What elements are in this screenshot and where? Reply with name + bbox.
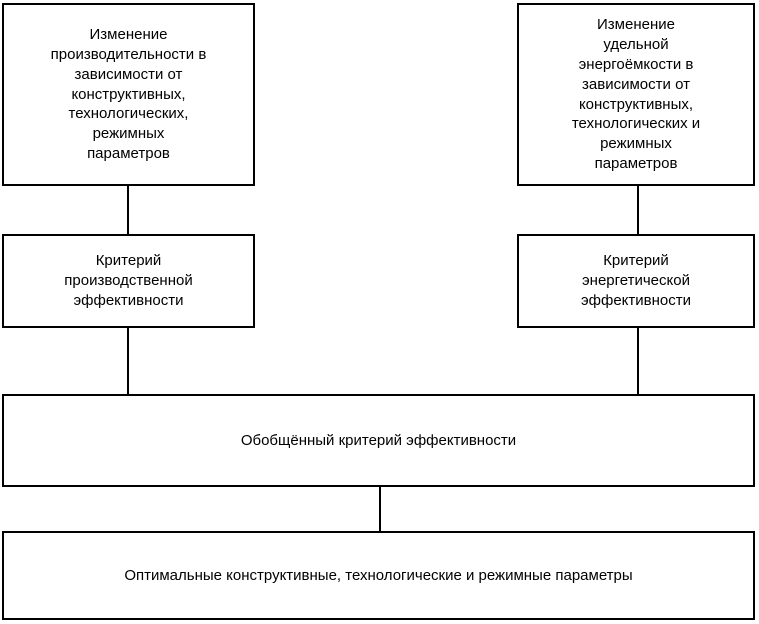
node-optimal-parameters-label: Оптимальные конструктивные, технологичес…: [124, 566, 633, 584]
node-optimal-parameters: Оптимальные конструктивные, технологичес…: [2, 531, 755, 620]
node-energy-efficiency-criterion-label: Критерий энергетической эффективности: [580, 252, 691, 309]
node-generalized-criterion-label: Обобщённый критерий эффективности: [240, 431, 517, 449]
connector-energy-criterion-to-generalized: [637, 328, 639, 394]
node-generalized-criterion: Обобщённый критерий эффективности: [2, 394, 755, 487]
node-performance-change: Изменение производительности в зависимос…: [2, 3, 255, 186]
node-production-efficiency-criterion-label: Критерий производственной эффективности: [64, 252, 193, 309]
node-production-efficiency-criterion: Критерий производственной эффективности: [2, 234, 255, 328]
connector-generalized-to-optimal-parameters: [379, 487, 381, 531]
connector-production-criterion-to-generalized: [127, 328, 129, 394]
node-performance-change-label: Изменение производительности в зависимос…: [50, 25, 207, 163]
node-energy-intensity-change-label: Изменение удельной энергоёмкости в завис…: [571, 15, 701, 173]
connector-performance-to-production-criterion: [127, 186, 129, 234]
node-energy-intensity-change: Изменение удельной энергоёмкости в завис…: [517, 3, 755, 186]
node-energy-efficiency-criterion: Критерий энергетической эффективности: [517, 234, 755, 328]
connector-energy-to-energy-criterion: [637, 186, 639, 234]
